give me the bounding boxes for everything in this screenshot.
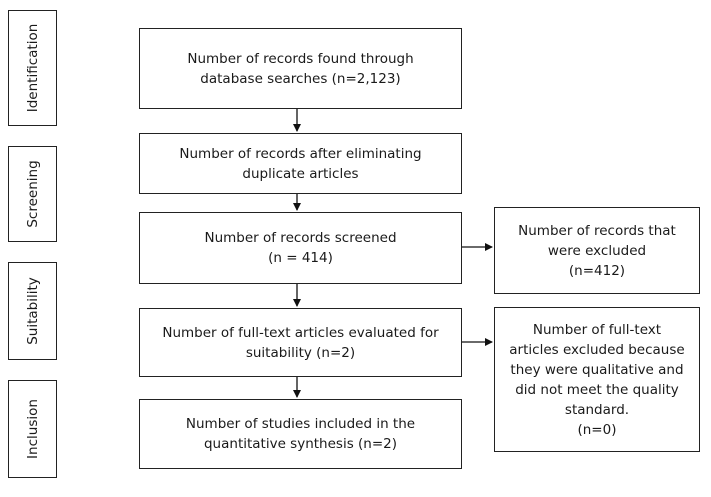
records-found-text: Number of records found through database… bbox=[187, 50, 414, 87]
excluded-text: Number of records that were excluded (n=… bbox=[518, 222, 676, 279]
screened-box: Number of records screened (n = 414) bbox=[139, 212, 462, 284]
stage-suitability: Suitability bbox=[8, 262, 57, 360]
after-duplicates-box: Number of records after eliminating dupl… bbox=[139, 133, 462, 194]
full-text-box: Number of full-text articles evaluated f… bbox=[139, 308, 462, 377]
records-found-box: Number of records found through database… bbox=[139, 28, 462, 109]
full-text-text: Number of full-text articles evaluated f… bbox=[162, 324, 439, 361]
stage-inclusion: Inclusion bbox=[8, 380, 57, 478]
screened-text: Number of records screened (n = 414) bbox=[204, 230, 397, 266]
after-duplicates-text: Number of records after eliminating dupl… bbox=[179, 145, 422, 182]
stage-screening: Screening bbox=[8, 146, 57, 242]
full-text-excluded-text: Number of full-text articles excluded be… bbox=[509, 321, 685, 438]
excluded-box: Number of records that were excluded (n=… bbox=[494, 207, 700, 294]
stage-identification: Identification bbox=[8, 10, 57, 126]
included-box: Number of studies included in the quanti… bbox=[139, 399, 462, 469]
included-text: Number of studies included in the quanti… bbox=[185, 416, 416, 452]
full-text-excluded-box: Number of full-text articles excluded be… bbox=[494, 307, 700, 452]
